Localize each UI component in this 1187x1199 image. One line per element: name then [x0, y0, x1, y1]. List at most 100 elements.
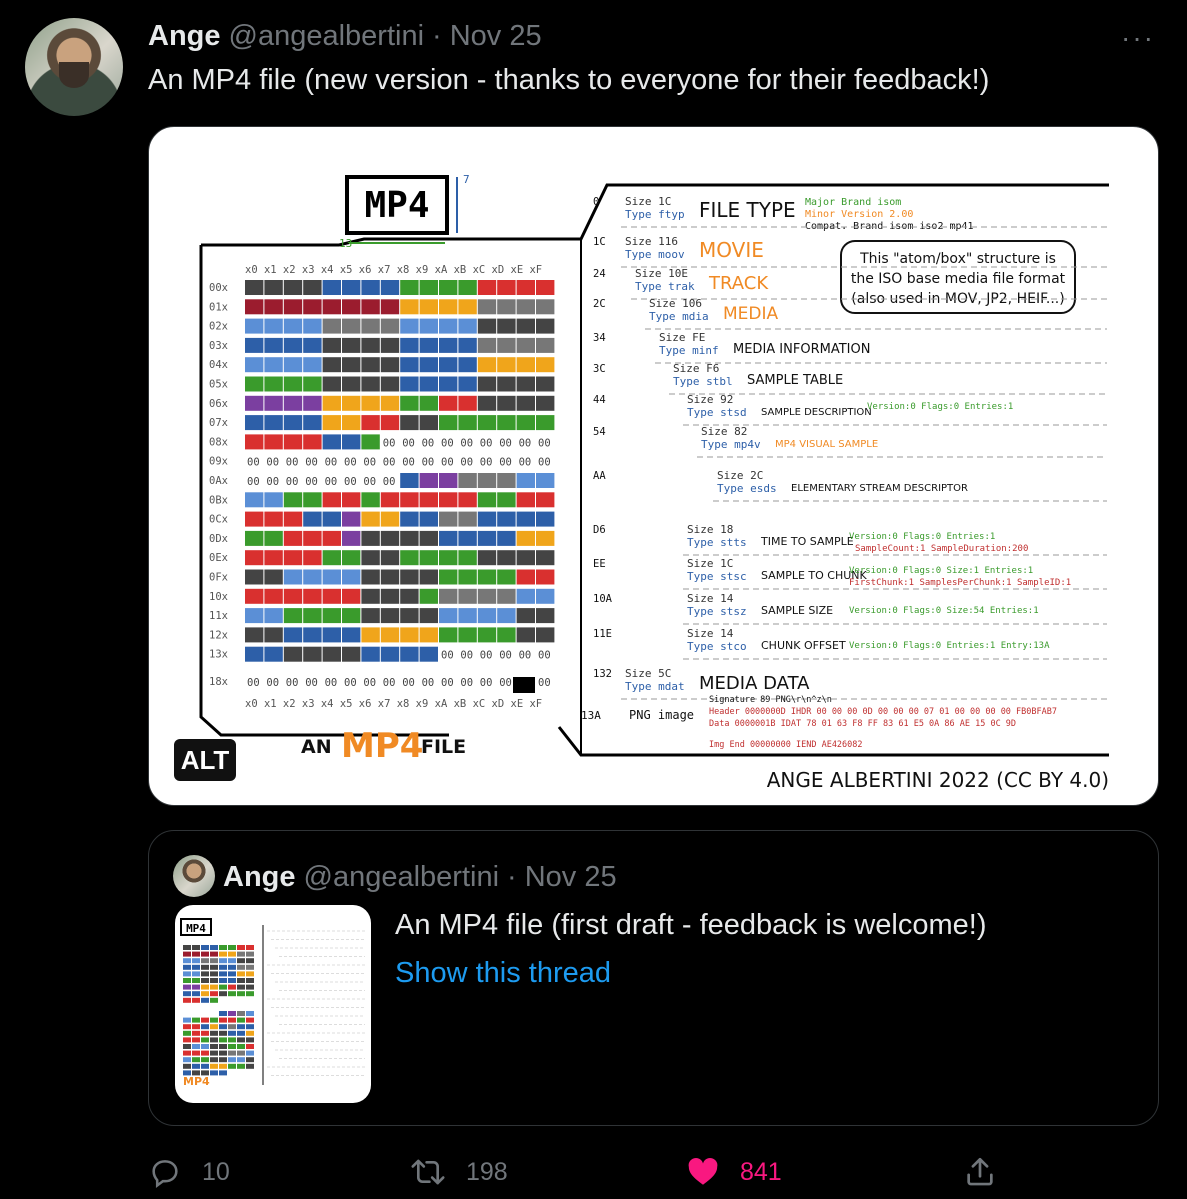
author-name[interactable]: Ange: [148, 20, 221, 52]
hex-cell: [264, 415, 283, 431]
hex-cell: [536, 511, 555, 527]
hex-cell: [536, 550, 555, 566]
hex-cell: [439, 337, 458, 353]
thumb-cell: [210, 945, 218, 950]
alt-text-button[interactable]: ALT: [174, 739, 236, 781]
thumb-logo: MP4: [186, 922, 206, 935]
hex-cell: [419, 473, 438, 488]
row-label: 07x: [209, 417, 228, 429]
atom-type: Type trak: [635, 280, 695, 293]
hex-cell: [497, 550, 516, 566]
caption-mp4: MP4: [341, 726, 423, 766]
hex-cell: 00: [480, 457, 493, 469]
hex-cell: [458, 376, 477, 392]
tweet-date[interactable]: Nov 25: [449, 20, 542, 52]
hex-cell: [322, 627, 341, 643]
row-label: 12x: [209, 629, 228, 641]
thumb-cell: [237, 1037, 245, 1043]
hex-cell: [361, 550, 380, 566]
hex-cell: [264, 569, 283, 585]
like-button[interactable]: 841: [686, 1150, 782, 1194]
tweet-media-image[interactable]: MP4 13 7 x0 x1 x2 x3 x4 x5 x6 x7 x8 x9 x…: [148, 126, 1159, 806]
atom-title: SAMPLE TO CHUNK: [761, 569, 868, 582]
thumb-cell: [210, 991, 218, 997]
thumb-cell: [219, 958, 227, 964]
hex-cell: 00: [402, 457, 415, 469]
tweet-text: An MP4 file (new version - thanks to eve…: [148, 64, 990, 96]
hex-cell: [536, 318, 555, 334]
hex-cell: 00: [383, 437, 396, 449]
quoted-author-name[interactable]: Ange: [223, 861, 296, 893]
quoted-author-handle[interactable]: @angealbertini: [303, 861, 500, 893]
hex-cell: [458, 627, 477, 643]
hex-cell: [477, 395, 497, 411]
thumb-cell: [219, 1017, 227, 1023]
hex-cell: [283, 318, 303, 334]
atom-type: Type stsc: [687, 570, 747, 583]
atom-title: SAMPLE TABLE: [747, 373, 843, 388]
hex-cell: [400, 646, 419, 662]
thumb-cell: [219, 945, 227, 950]
hex-cell: [361, 376, 380, 392]
hex-cell: [322, 299, 341, 315]
thumb-cell: [192, 1057, 200, 1063]
hex-cell: [303, 627, 322, 643]
thumb-cell: [228, 1037, 236, 1043]
credit-text: ANGE ALBERTINI 2022 (CC BY 4.0): [767, 768, 1109, 792]
thumb-cell: [237, 945, 245, 950]
hex-cell: [322, 511, 341, 527]
hex-cell: [536, 588, 555, 604]
thumb-lines: [267, 930, 365, 1076]
hex-cell: [419, 492, 438, 508]
thumb-cell: [201, 1057, 209, 1063]
quoted-tweet-date[interactable]: Nov 25: [524, 861, 617, 893]
hex-cell: [400, 395, 419, 411]
hex-cell: [419, 511, 438, 527]
quoted-author-avatar[interactable]: [173, 855, 215, 897]
share-icon: [967, 1157, 993, 1186]
thumb-cell: [201, 1017, 209, 1023]
thumb-cell: [210, 1017, 218, 1023]
hex-cell: 00: [460, 677, 473, 689]
hex-cell: 00: [286, 677, 299, 689]
reply-button[interactable]: 10: [148, 1150, 230, 1194]
hex-cell: [400, 357, 419, 373]
hex-cell: [458, 492, 477, 508]
hex-cell: [342, 569, 361, 585]
thumb-cell: [210, 1057, 218, 1063]
thumb-cell: [201, 978, 209, 983]
hex-cell: [322, 280, 341, 295]
thumb-cell: [228, 958, 236, 964]
share-button[interactable]: [963, 1150, 997, 1194]
atom-title: MP4 VISUAL SAMPLE: [775, 439, 878, 450]
frame-top-line: [201, 183, 1109, 247]
atom-offset: 2C: [593, 298, 606, 310]
thumb-cell: [246, 958, 254, 964]
hex-cell: [497, 318, 516, 334]
quoted-media-thumbnail[interactable]: MP4 MP4: [175, 905, 371, 1103]
author-avatar[interactable]: [25, 18, 123, 116]
hex-cell: [477, 608, 497, 624]
row-label: 0Bx: [209, 494, 228, 506]
row-label: 01x: [209, 301, 228, 313]
row-label: 02x: [209, 321, 228, 333]
hex-cell: [439, 627, 458, 643]
thumb-cell: [219, 1070, 227, 1076]
more-options-icon[interactable]: ···: [1121, 22, 1155, 53]
thumb-cell: [237, 978, 245, 983]
hex-cell: [303, 434, 322, 450]
author-handle[interactable]: @angealbertini: [228, 20, 425, 52]
hex-cell: [380, 337, 400, 353]
hex-cell: [497, 511, 516, 527]
hex-cell: [264, 280, 283, 295]
retweet-button[interactable]: 198: [410, 1150, 508, 1194]
hex-cell: [400, 588, 419, 604]
hex-cell: [283, 492, 303, 508]
hex-cell: 00: [344, 476, 357, 488]
quoted-tweet[interactable]: Ange @angealbertini · Nov 25 MP4 MP4 An …: [148, 830, 1159, 1126]
hex-cell: [283, 357, 303, 373]
hex-cell: [380, 376, 400, 392]
hex-cell: [516, 627, 535, 643]
show-thread-link[interactable]: Show this thread: [395, 957, 612, 989]
